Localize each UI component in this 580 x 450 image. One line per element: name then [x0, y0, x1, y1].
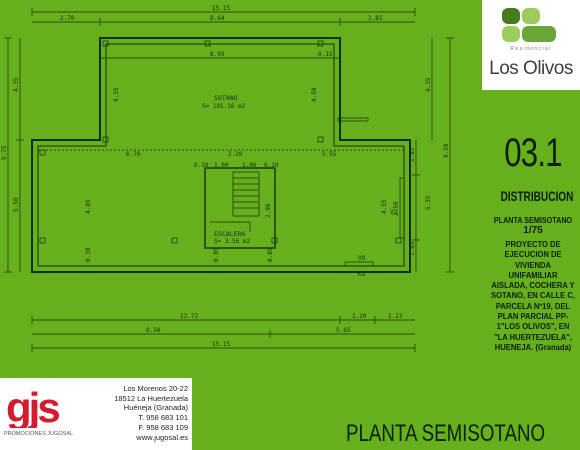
window-label-v8: V8 [358, 255, 366, 262]
company-fax: F. 958 683 109 [138, 422, 188, 432]
section-title: DISTRIBUCION [500, 188, 574, 204]
dim-inner-width-right: 5.55 [322, 151, 337, 158]
room-area-sotano: S= 101.16 m2 [202, 103, 246, 110]
gjs-logo: gjs [6, 384, 62, 428]
dim-small-a: 0.30 [85, 247, 92, 262]
dim-left-bottom: 5.50 [13, 197, 20, 212]
dim-left-outer: 9.75 [1, 145, 8, 160]
project-description: PROYECTO DE EJECUCION DE VIVIENDA UNIFAM… [491, 240, 575, 352]
dim-bottom-e: 5.65 [336, 327, 351, 334]
logo-name: Los Olivos [489, 58, 573, 79]
dim-small-c: 2.50 [393, 201, 400, 216]
company-address-1: Los Morenos 20-22 [123, 384, 188, 393]
room-name-sotano: SOTANO [214, 94, 238, 102]
dim-right-b: 5.35 [425, 195, 432, 210]
dim-bottom-a: 12.72 [180, 313, 198, 320]
dim-stair-height: 2.99 [265, 203, 272, 218]
sheet-number: 03.1 [504, 131, 562, 175]
plan-subtitle: PLANTA SEMISOTANO [493, 216, 573, 225]
dim-small-b: 0.85 [213, 247, 220, 262]
company-block: gjs PROMOCIONES JUGOSAL Los Morenos 20-2… [0, 378, 192, 450]
company-address-2: 18512 La Huertezuela [114, 393, 188, 403]
dim-stair-b: 1.00 [242, 162, 257, 169]
dim-top-total: 15.15 [212, 5, 230, 12]
dim-sotano-width: 8.99 [210, 51, 225, 58]
logo-subtitle: Residencial [510, 46, 552, 52]
dim-sotano-side: 0.15 [318, 51, 333, 58]
dim-bottom-total: 15.15 [212, 341, 230, 348]
dim-bottom-c: 1.23 [388, 313, 403, 320]
dim-right-outer: 9.50 [443, 143, 450, 158]
dim-right-c: 1.63 [409, 241, 416, 256]
dim-bottom-d: 9.50 [146, 327, 161, 334]
svg-text:gjs: gjs [6, 384, 59, 428]
room-name-escalera: ESCALERA [214, 230, 245, 238]
dim-right-inner: 4.55 [381, 199, 388, 214]
dim-stair-side-r: 0.10 [264, 162, 279, 169]
company-contact: Los Morenos 20-22 18512 La Huertezuela H… [100, 384, 188, 442]
dim-right-top: 4.35 [425, 77, 432, 92]
dim-top-mid: 8.64 [210, 15, 225, 22]
dim-inner-width: 6.70 [126, 151, 141, 158]
dim-right-a: 1.63 [409, 147, 416, 162]
dim-stair-a: 1.00 [214, 162, 229, 169]
dim-sotano-height-right: 4.50 [311, 87, 318, 102]
floor-plan: 15.15 2.70 8.64 2.81 8.99 0.15 9.75 4.35… [1, 5, 454, 352]
dim-small-d: 0.85 [267, 247, 274, 262]
dim-top-left: 2.70 [60, 15, 75, 22]
window-label-v3: V3 [390, 209, 398, 216]
los-olivos-logo: Residencial Los Olivos [482, 0, 580, 90]
company-tagline: PROMOCIONES JUGOSAL [4, 431, 74, 437]
dim-mid-height: 4.85 [85, 199, 92, 214]
company-phone: T. 958 683 101 [138, 413, 188, 423]
window-label-k8: K8 [358, 271, 366, 278]
company-web[interactable]: www.jugosal.es [136, 432, 188, 442]
company-address-3: Huéneja (Granada) [123, 403, 188, 413]
dim-sotano-height-left: 4.35 [113, 87, 120, 102]
dim-left-top: 4.35 [13, 77, 20, 92]
plan-title: PLANTA SEMISOTANO [346, 420, 546, 447]
dim-top-right: 2.81 [368, 15, 383, 22]
room-area-escalera: S= 3.56 m2 [214, 238, 251, 245]
dim-stair-side-l: 0.10 [194, 162, 209, 169]
plan-scale: 1/75 [523, 225, 543, 236]
leaf-squares-icon [502, 8, 556, 42]
dim-stair-width: 2.20 [228, 151, 243, 158]
dim-bottom-b: 1.20 [352, 313, 367, 320]
title-block: 03.1 DISTRIBUCION PLANTA SEMISOTANO 1/75… [488, 130, 578, 353]
